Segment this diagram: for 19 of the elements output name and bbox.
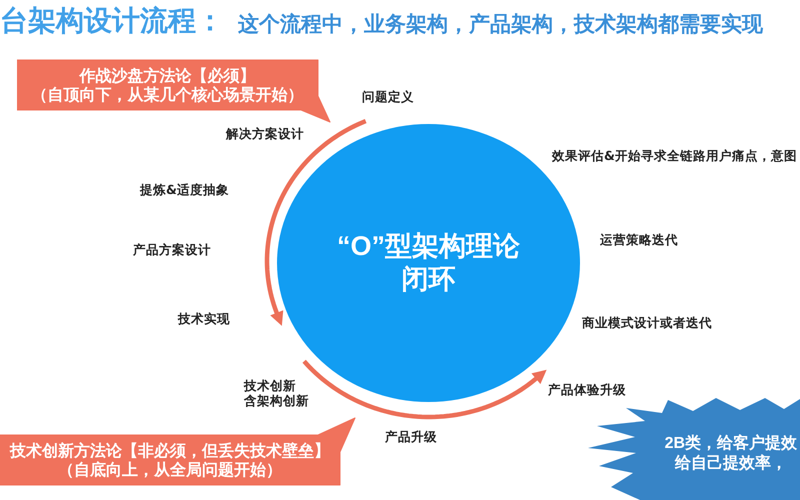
step-label: 运营策略迭代 bbox=[600, 232, 678, 247]
step-label: 技术创新 bbox=[244, 378, 296, 393]
callout-text: （自底向上，从全局问题开始） bbox=[58, 460, 282, 479]
step-label: 产品方案设计 bbox=[133, 242, 211, 257]
starburst-text: 2B类，给客户提效给自己提效率， bbox=[664, 434, 798, 474]
callout-heading: 作战沙盘方法论【必须】 bbox=[80, 66, 256, 85]
callout-text: （自顶向下，从某几个核心场景开始） bbox=[32, 85, 304, 104]
page-title: 台架构设计流程： bbox=[0, 4, 224, 38]
circle-label: “O”型架构理论闭环 bbox=[336, 230, 521, 296]
callout-heading: 技术创新方法论【非必须，但丢失技术壁垒】 bbox=[10, 441, 330, 460]
step-label: 提炼&适度抽象 bbox=[140, 182, 229, 197]
step-label: 解决方案设计 bbox=[226, 126, 304, 141]
step-label: 技术实现 bbox=[178, 311, 230, 326]
step-label: 问题定义 bbox=[362, 89, 414, 104]
step-label: 产品体验升级 bbox=[548, 382, 626, 397]
step-label: 含架构创新 bbox=[244, 393, 309, 408]
subtitle: 这个流程中，业务架构，产品架构，技术架构都需要实现 bbox=[238, 11, 763, 37]
step-label: 效果评估&开始寻求全链路用户痛点，意图 bbox=[552, 148, 797, 163]
step-label: 产品升级 bbox=[385, 429, 437, 444]
